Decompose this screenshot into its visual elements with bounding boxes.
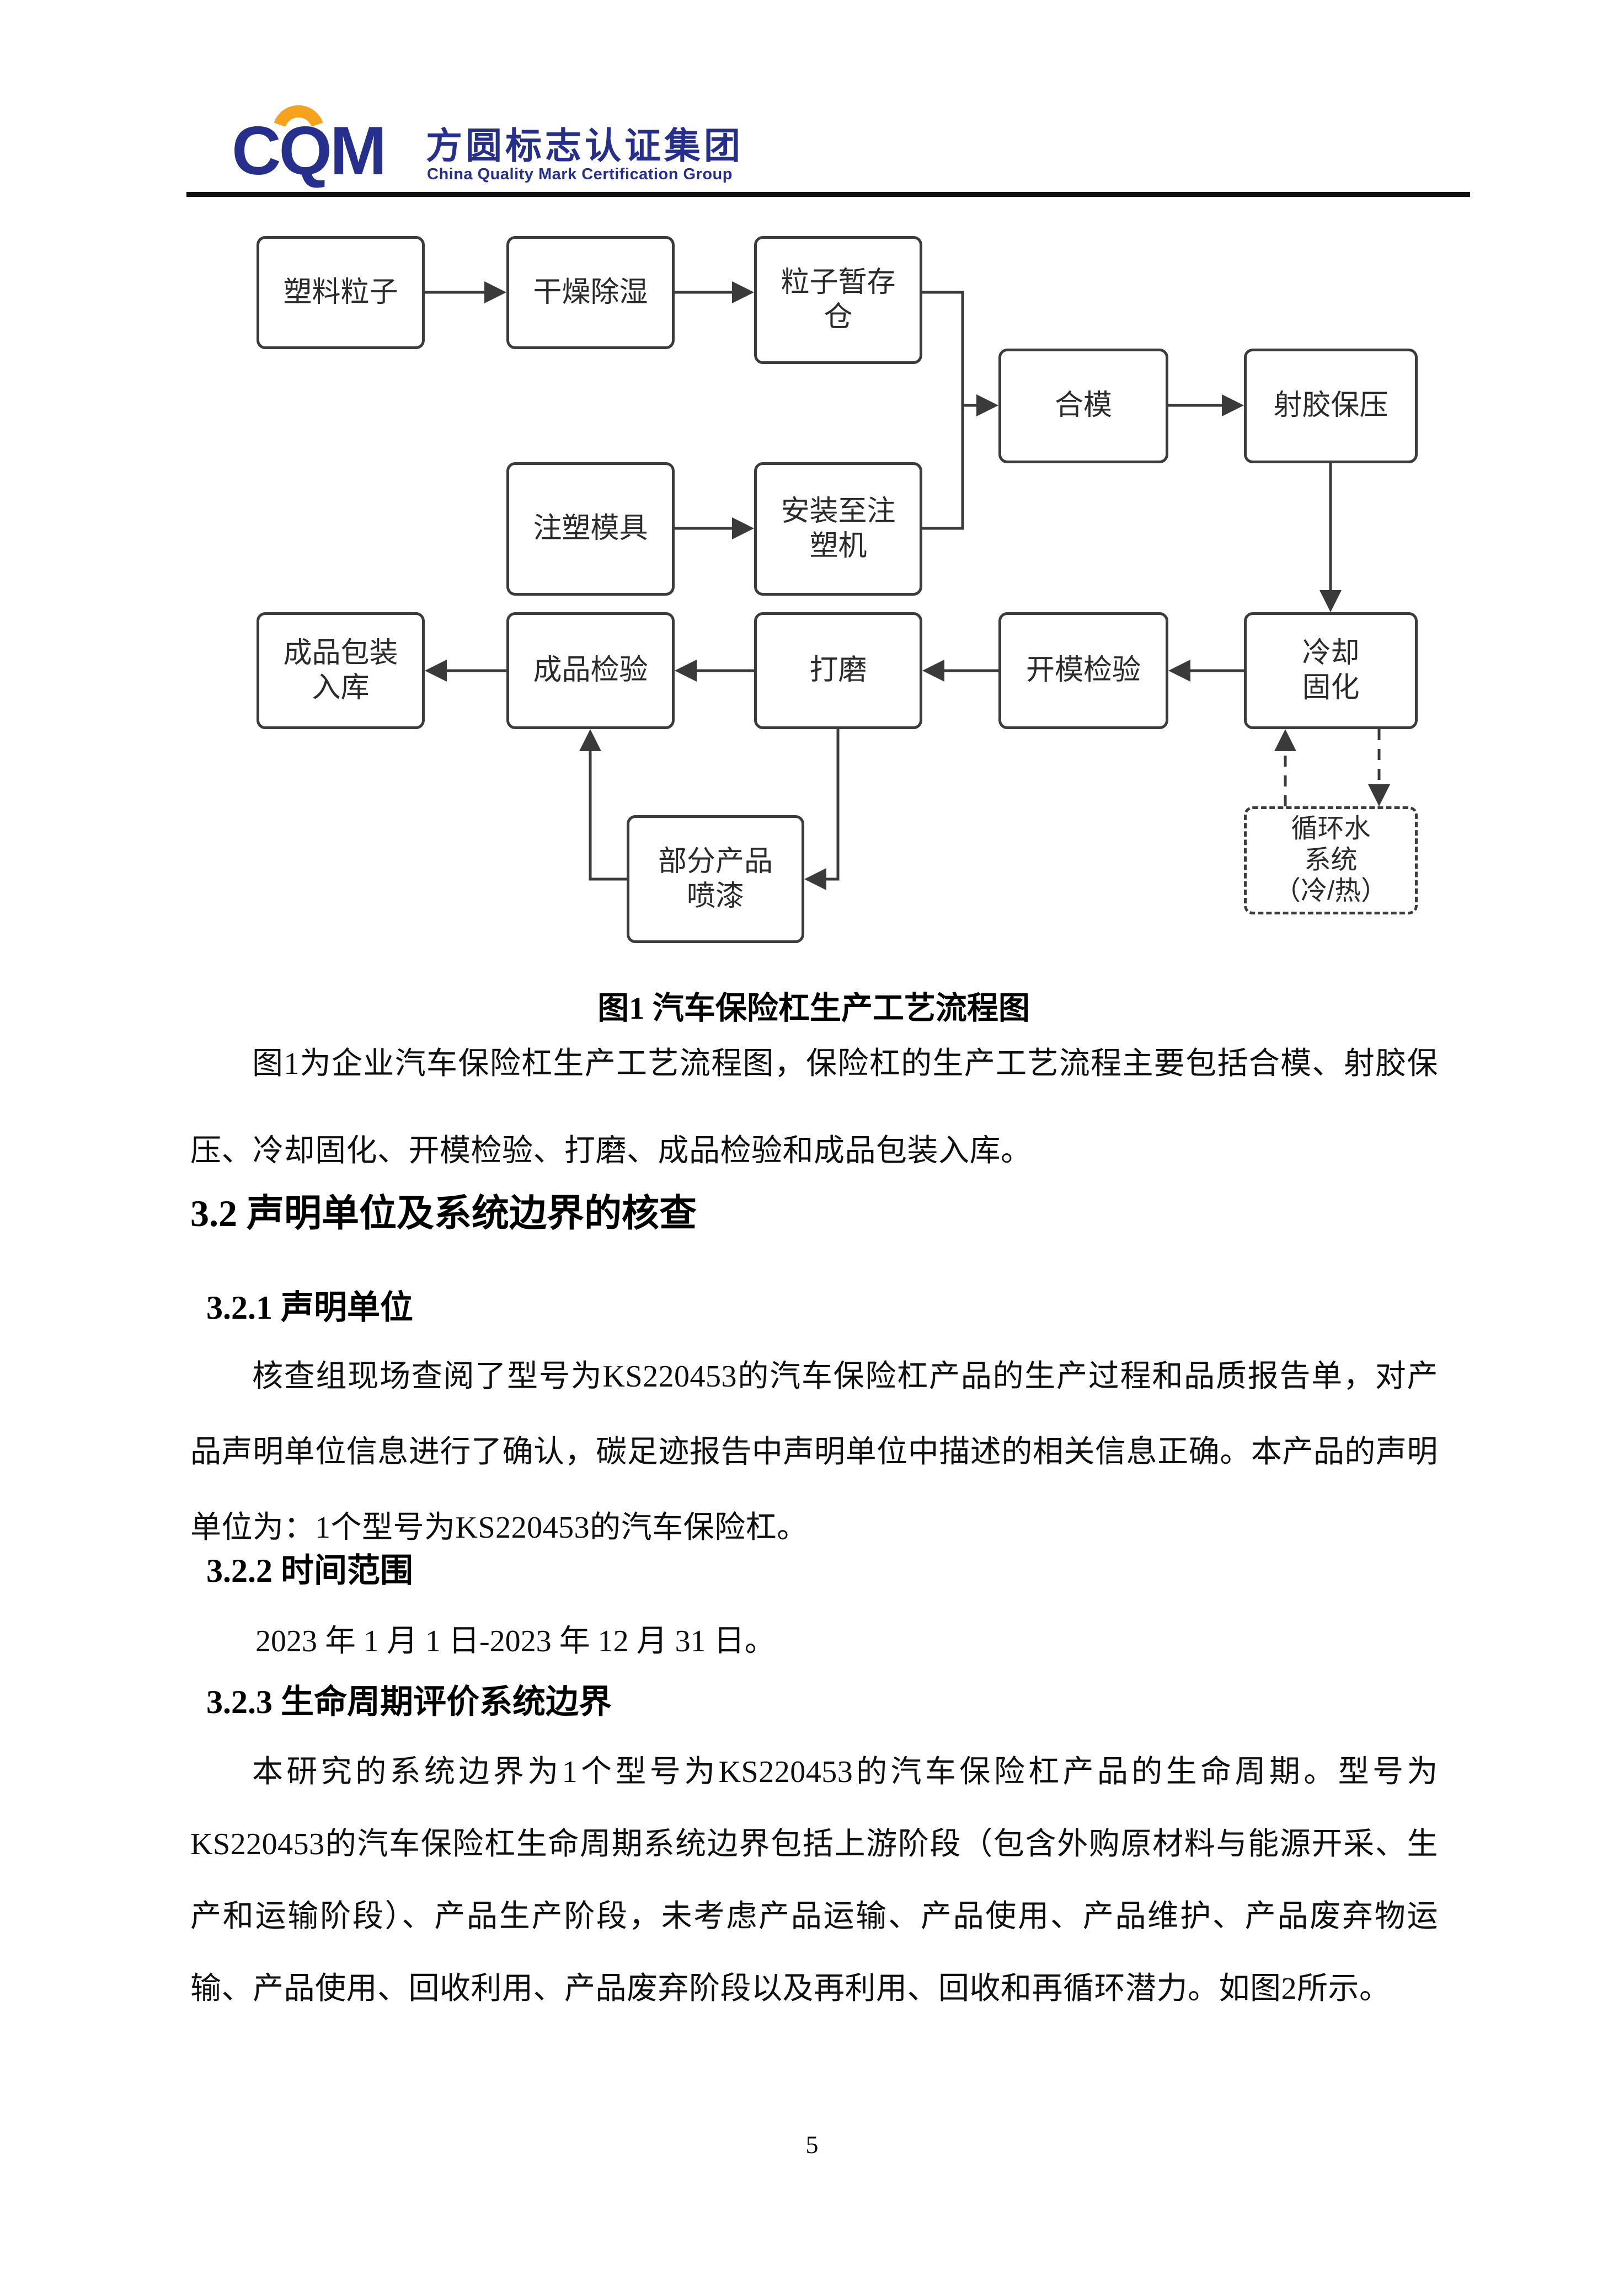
heading-3-2-3: 3.2.3 生命周期评价系统边界 [206,1684,612,1720]
flow-node-mold-open-inspect: 开模检验 [998,612,1168,729]
paragraph-system-boundary: 本研究的系统边界为1个型号为KS220453的汽车保险杠产品的生命周期。型号为K… [190,1755,1438,2006]
flow-node-partial-painting: 部分产品 喷漆 [627,815,804,943]
flow-node-injection-holding: 射胶保压 [1244,349,1418,463]
flow-node-mount-to-machine: 安装至注 塑机 [754,462,922,596]
figure-caption: 图1 汽车保险杠生产工艺流程图 [597,991,1030,1026]
flow-node-drying: 干燥除湿 [506,236,675,349]
heading-3-2: 3.2 声明单位及系统边界的核查 [190,1192,697,1234]
logo-subtitle-en: China Quality Mark Certification Group [427,165,733,183]
flow-node-pellet-silo: 粒子暂存 仓 [754,236,922,364]
logo-acronym: CQM [232,113,387,189]
paragraph-declared-unit: 核查组现场查阅了型号为KS220453的汽车保险杠产品的生产过程和品质报告单，对… [190,1360,1438,1545]
paragraph-figure-description: 图1为企业汽车保险杠生产工艺流程图，保险杠的生产工艺流程主要包括合模、射胶保压、… [190,1047,1438,1168]
flow-node-grinding: 打磨 [754,612,922,729]
heading-3-2-2: 3.2.2 时间范围 [206,1553,413,1589]
header-divider [186,192,1470,197]
page-number: 5 [805,2131,819,2159]
paragraph-time-range: 2023 年 1 月 1 日-2023 年 12 月 31 日。 [255,1624,776,1658]
flow-node-packing-warehouse: 成品包装 入库 [257,612,425,729]
flow-node-cooling-solidify: 冷却 固化 [1244,612,1418,729]
flow-node-circulating-water: 循环水 系统 （冷/热） [1244,806,1418,914]
logo-title-cn: 方圆标志认证集团 [426,125,744,166]
flow-node-mold-clamping: 合模 [998,349,1168,463]
heading-3-2-1: 3.2.1 声明单位 [206,1289,413,1326]
flow-node-final-inspection: 成品检验 [506,612,675,729]
flow-node-injection-mold: 注塑模具 [506,462,675,596]
logo-orange-arc-icon [274,105,323,127]
flow-node-plastic-pellets: 塑料粒子 [257,236,425,349]
